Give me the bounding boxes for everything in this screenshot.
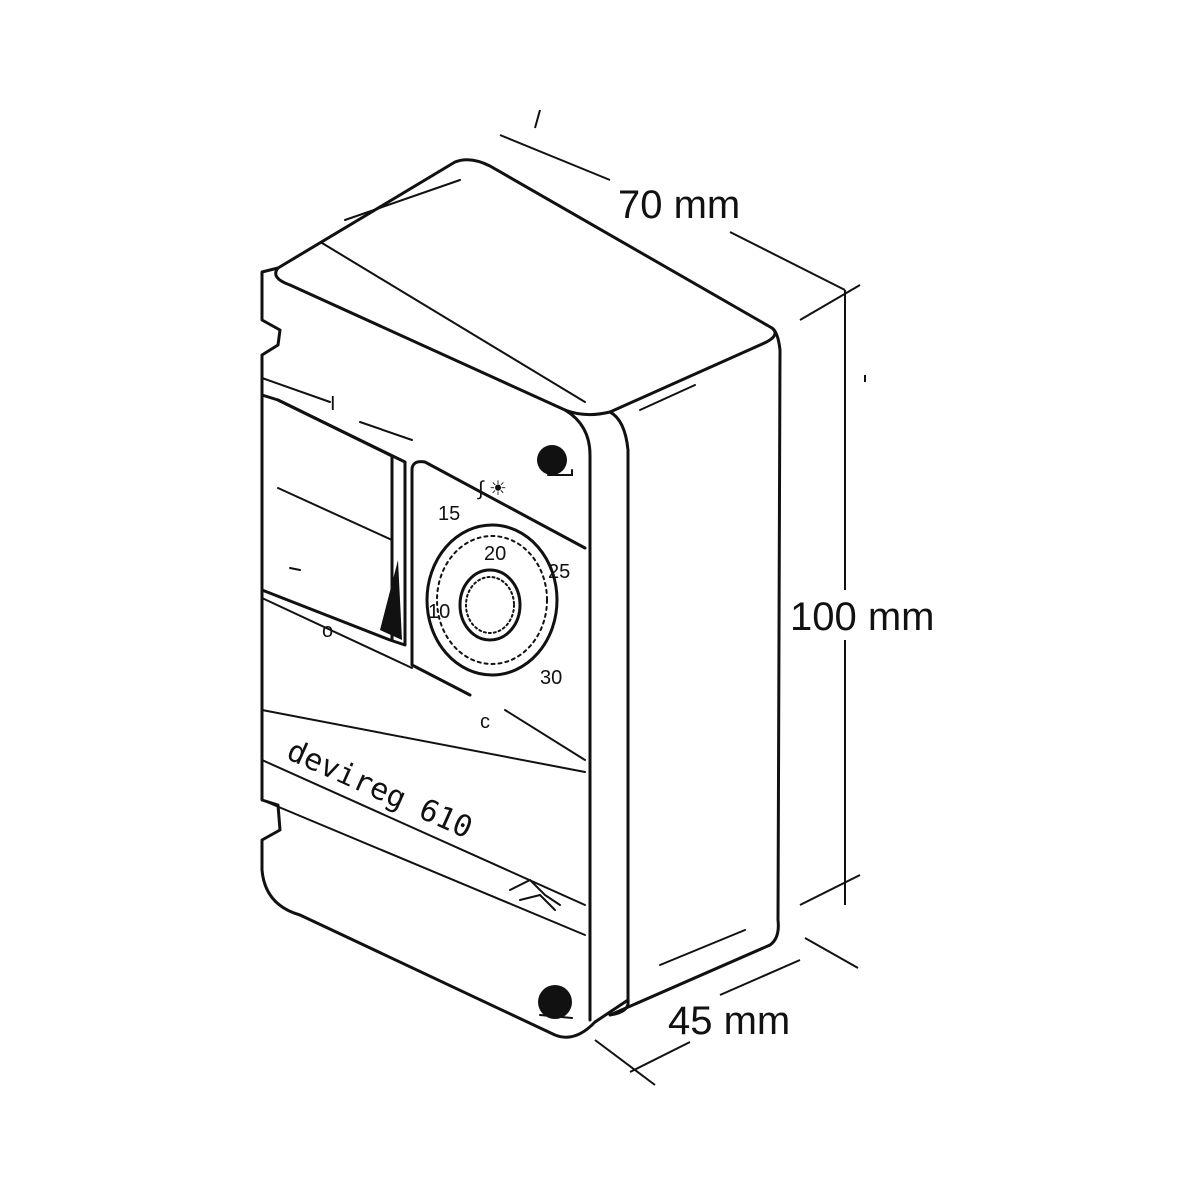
dial-tick-label: 10 (428, 601, 450, 623)
dimension-height: 100 mm (790, 290, 935, 906)
brand-label: devireg 610 (282, 733, 478, 846)
dial-tick-label: 20 (484, 543, 506, 565)
dial-panel (261, 460, 587, 773)
screw-top (537, 445, 573, 476)
panel-mark-bottom: c (480, 711, 490, 733)
dial-tick-label: 30 (540, 667, 562, 689)
depth-label: 45 mm (668, 999, 790, 1043)
width-label: 70 mm (618, 183, 740, 227)
dial-tick-label: 15 (438, 503, 460, 525)
front-panel (260, 377, 587, 936)
switch-mark-bottom: o (322, 620, 333, 642)
dimension-width: 70 mm (499, 109, 861, 321)
height-label: 100 mm (790, 595, 935, 639)
dial-tick-label: 25 (548, 561, 570, 583)
temperature-dial[interactable] (425, 523, 559, 677)
rocker-switch (260, 393, 413, 669)
dial-scale: 10 15 20 25 30 (428, 503, 570, 689)
panel-mark-top: ∫ ☀ (477, 478, 507, 500)
dimension-depth: 45 mm (594, 937, 859, 1086)
switch-mark-top: I (330, 393, 336, 415)
screw-bottom (538, 985, 573, 1019)
